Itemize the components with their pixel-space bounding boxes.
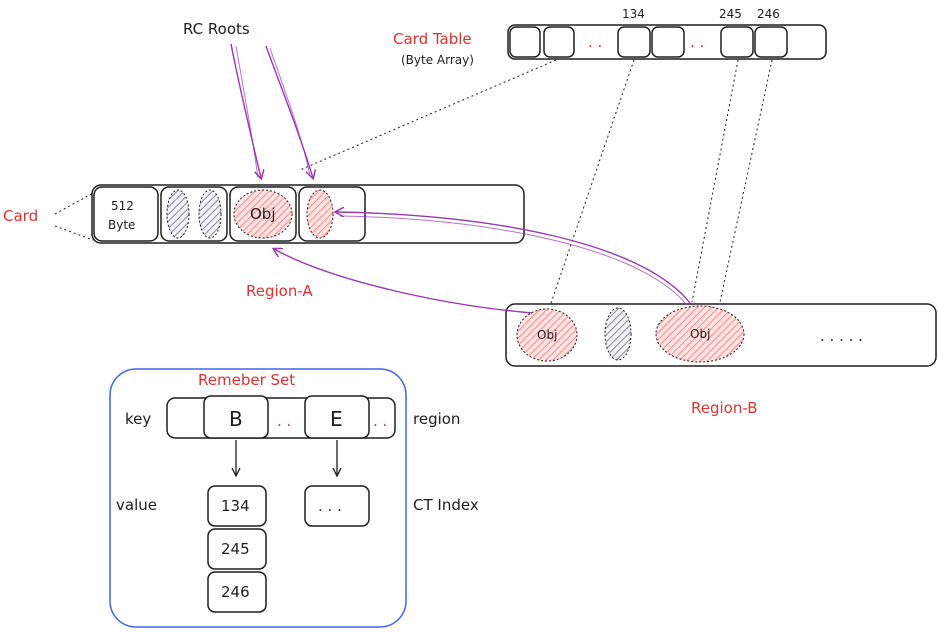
key-gap: . .: [373, 412, 387, 430]
red-object: [306, 189, 334, 239]
card-table-cell: [651, 26, 685, 58]
card-table-gap: . .: [588, 33, 602, 51]
card-table-cell-246: [754, 26, 788, 58]
region-b: Obj Obj . . . . .: [505, 303, 937, 367]
region-b-more: . . . . .: [820, 327, 863, 345]
red-object: [516, 308, 578, 362]
key-b: B: [229, 407, 243, 431]
region-a: 512 Byte Obj: [91, 184, 525, 244]
value-245: 245: [221, 540, 250, 558]
card-table-gap: . .: [690, 33, 704, 51]
region-label: region: [413, 410, 460, 428]
card-table: . . . .: [507, 24, 827, 60]
card-table-cell: [509, 26, 541, 58]
object-label: Obj: [690, 327, 710, 341]
object-label: Obj: [537, 328, 557, 342]
gray-object: [198, 189, 222, 239]
key-cell-b: [203, 395, 269, 439]
value-cell-246: [207, 571, 267, 613]
card-table-connectors: [299, 59, 773, 313]
value-label: value: [116, 496, 157, 514]
card-label: Card: [3, 207, 38, 225]
card-table-label: Card Table: [393, 30, 472, 48]
region-a-label: Region-A: [246, 282, 313, 300]
remember-set: Remeber Set key region B . . E . . value…: [109, 368, 479, 628]
rc-roots-label: RC Roots: [183, 20, 250, 38]
card-table-index-134: 134: [622, 7, 645, 21]
gray-object: [604, 307, 632, 361]
value-cell-134: [207, 485, 267, 527]
card-size-unit: Byte: [108, 218, 135, 232]
card-table-cell: [543, 26, 575, 58]
key-e: E: [330, 407, 343, 431]
card-zoom-connectors: [54, 192, 94, 241]
gray-object: [166, 189, 190, 239]
value-134: 134: [221, 497, 250, 515]
card-table-cell-245: [720, 26, 754, 58]
value-cell-245: [207, 528, 267, 570]
red-object: [233, 189, 293, 239]
card-table-index-245: 245: [719, 7, 742, 21]
rc-roots-arrows: [230, 43, 313, 178]
value-246: 246: [221, 583, 250, 601]
object-label: Obj: [250, 205, 276, 223]
key-gap: . .: [277, 412, 291, 430]
cross-region-arrows: [274, 212, 691, 314]
card-table-subtitle: (Byte Array): [401, 53, 474, 67]
value-more: . . .: [318, 497, 342, 515]
ct-index-label: CT Index: [413, 496, 479, 514]
card-table-cell-134: [617, 26, 651, 58]
region-b-label: Region-B: [691, 399, 758, 417]
value-cell-more: [304, 485, 370, 527]
card-table-index-246: 246: [757, 7, 780, 21]
red-object: [655, 305, 745, 363]
remember-set-title: Remeber Set: [198, 371, 295, 389]
card-512-byte: [93, 186, 159, 242]
key-cell-e: [304, 395, 370, 439]
card-size-value: 512: [111, 199, 134, 213]
key-label: key: [125, 410, 151, 428]
